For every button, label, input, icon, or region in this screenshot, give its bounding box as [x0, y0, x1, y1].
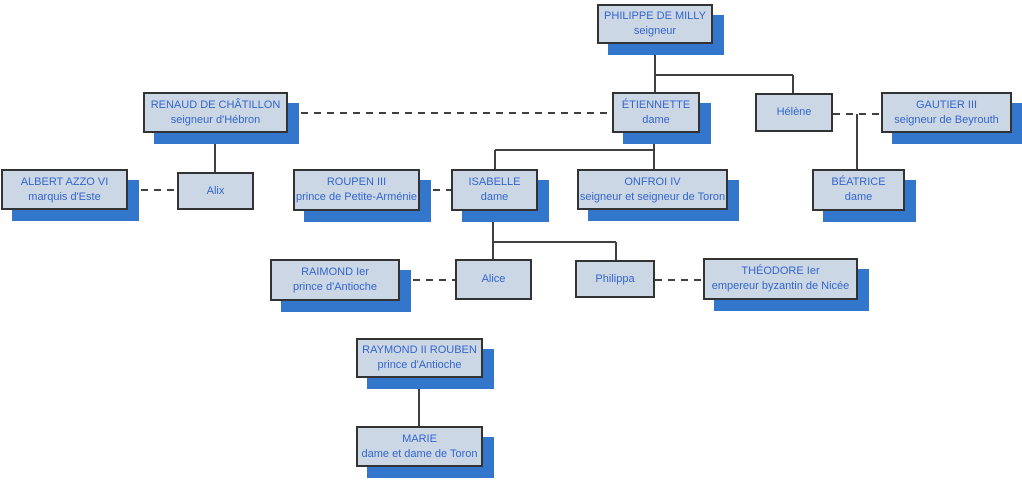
- person-title: dame et dame de Toron: [361, 447, 478, 460]
- node-beatrice[interactable]: BÉATRICE dame: [812, 169, 905, 211]
- node-albert-azzo-vi[interactable]: ALBERT AZZO VI marquis d'Este: [1, 169, 128, 210]
- person-name: Philippa: [595, 272, 635, 285]
- person-title: dame: [480, 191, 509, 203]
- node-raymond-ii-rouben[interactable]: RAYMOND II ROUBEN prince d'Antioche: [356, 338, 483, 378]
- node-theodore-ier[interactable]: THÉODORE Ier empereur byzantin de Nicée: [703, 258, 858, 300]
- person-title: empereur byzantin de Nicée: [711, 280, 850, 292]
- person-title: prince de Petite-Arménie: [295, 191, 418, 203]
- person-name: BÉATRICE: [831, 176, 886, 188]
- person-name: ÉTIENNETTE: [621, 98, 691, 111]
- person-title: dame: [642, 113, 670, 126]
- node-isabelle[interactable]: ISABELLE dame: [451, 169, 538, 211]
- person-name: ISABELLE: [468, 176, 521, 188]
- person-name: RENAUD DE CHÂTILLON: [150, 98, 281, 111]
- person-title: prince d'Antioche: [292, 281, 378, 293]
- node-philippa[interactable]: Philippa: [575, 260, 655, 298]
- node-gautier-iii[interactable]: GAUTIER III seigneur de Beyrouth: [881, 92, 1012, 133]
- person-title: prince d'Antioche: [377, 359, 462, 371]
- person-name: Alix: [206, 184, 225, 197]
- person-title: seigneur et seigneur de Toron: [579, 190, 726, 203]
- person-title: dame: [844, 191, 873, 203]
- person-title: seigneur: [633, 25, 677, 37]
- person-name: GAUTIER III: [915, 98, 978, 111]
- person-title: seigneur d'Hébron: [170, 113, 261, 126]
- person-name: Alice: [481, 273, 506, 285]
- node-philippe-de-milly[interactable]: PHILIPPE DE MILLY seigneur: [597, 4, 713, 44]
- node-etiennette[interactable]: ÉTIENNETTE dame: [612, 92, 700, 133]
- person-name: ROUPEN III: [326, 176, 387, 188]
- person-name: RAYMOND II ROUBEN: [362, 344, 477, 356]
- person-name: RAIMOND Ier: [301, 266, 369, 278]
- node-onfroi-iv[interactable]: ONFROI IV seigneur et seigneur de Toron: [577, 169, 728, 210]
- node-raimond-ier[interactable]: RAIMOND Ier prince d'Antioche: [270, 259, 400, 301]
- node-marie[interactable]: MARIE dame et dame de Toron: [356, 426, 483, 467]
- person-title: marquis d'Este: [28, 190, 101, 203]
- person-name: ONFROI IV: [624, 175, 681, 188]
- node-alice[interactable]: Alice: [455, 259, 532, 300]
- node-roupen-iii[interactable]: ROUPEN III prince de Petite-Arménie: [293, 169, 420, 211]
- node-alix[interactable]: Alix: [177, 172, 254, 210]
- person-name: PHILIPPE DE MILLY: [604, 10, 706, 22]
- node-helene[interactable]: Hélène: [755, 93, 833, 132]
- person-title: seigneur de Beyrouth: [894, 113, 999, 126]
- person-name: THÉODORE Ier: [741, 265, 820, 277]
- person-name: Hélène: [776, 106, 812, 118]
- person-name: MARIE: [402, 432, 437, 445]
- person-name: ALBERT AZZO VI: [20, 175, 109, 188]
- node-renaud-de-chatillon[interactable]: RENAUD DE CHÂTILLON seigneur d'Hébron: [143, 92, 288, 133]
